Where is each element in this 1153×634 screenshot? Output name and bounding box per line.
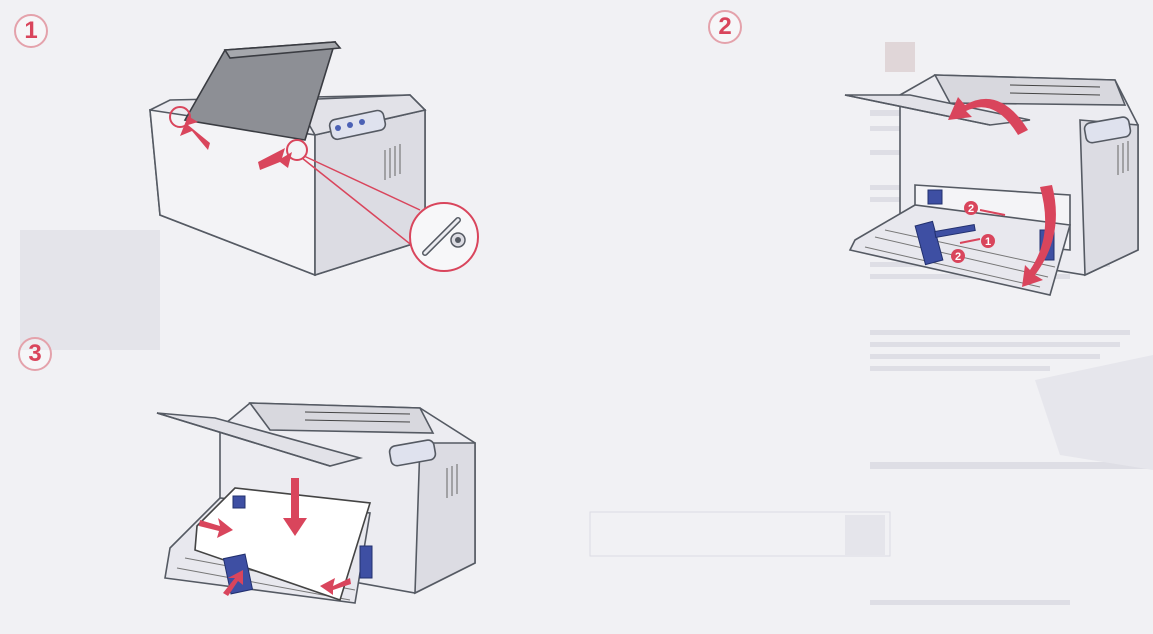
rotate-arrow-icon xyxy=(1022,185,1056,287)
step-2-illustration: 2 1 2 xyxy=(844,74,1139,296)
arrow-icon xyxy=(199,478,351,596)
paper-guide xyxy=(914,189,1055,266)
step-1-illustration xyxy=(149,41,479,277)
step-2-badge: 2 xyxy=(708,10,742,44)
guide-marker: 1 xyxy=(985,236,991,248)
rotate-arrow-icon xyxy=(948,97,1028,135)
step-3-illustration xyxy=(156,402,476,604)
step-number: 2 xyxy=(718,13,732,40)
guide-marker: 2 xyxy=(968,203,974,215)
step-number: 3 xyxy=(28,340,42,367)
step-1-badge: 1 xyxy=(14,14,48,48)
step-3-badge: 3 xyxy=(18,337,52,371)
step-number: 1 xyxy=(24,17,38,44)
guide-marker: 2 xyxy=(955,251,961,263)
magnifier-callout-icon xyxy=(409,202,479,272)
